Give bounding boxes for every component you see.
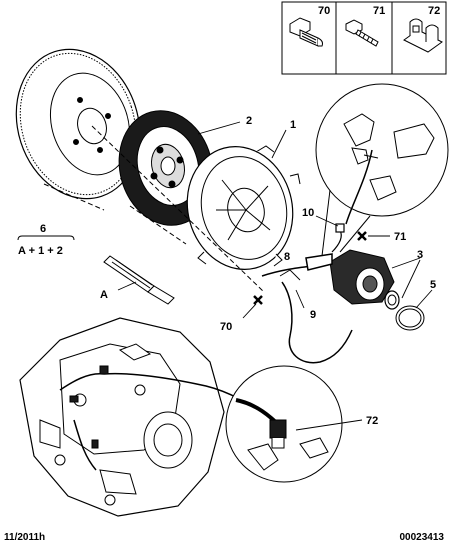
gearbox xyxy=(19,317,225,517)
callout-9: 9 xyxy=(310,309,316,321)
clip-icon xyxy=(403,18,443,53)
bleed-pipe xyxy=(331,223,345,253)
screw-icon xyxy=(345,19,379,47)
fastener-70-marker xyxy=(253,295,263,305)
callout-8: 8 xyxy=(284,251,290,263)
hydraulic-pipe xyxy=(261,253,353,364)
assembly-axis xyxy=(43,125,265,293)
callout-a: A xyxy=(100,289,108,301)
o-ring xyxy=(395,305,425,331)
pressure-plate xyxy=(186,145,301,270)
detail-circle-bottom xyxy=(225,365,343,483)
detail-leader-top xyxy=(321,189,371,257)
input-shaft xyxy=(103,255,175,305)
callout-labels: 1 2 3 5 6 A + 1 + 2 A 70 71 8 9 10 72 xyxy=(18,115,436,427)
flywheel xyxy=(15,48,141,200)
fastener-71-marker xyxy=(357,231,367,241)
callout-70: 70 xyxy=(220,321,232,333)
callout-72: 72 xyxy=(366,415,378,427)
footer-reference: 00023413 xyxy=(399,532,445,543)
callout-5: 5 xyxy=(430,279,436,291)
bolt-icon xyxy=(289,17,323,47)
callout-formula: A + 1 + 2 xyxy=(18,245,63,257)
detail-circle-top xyxy=(315,83,449,225)
callout-leaders xyxy=(117,121,433,431)
callout-71: 71 xyxy=(394,231,406,243)
callout-6: 6 xyxy=(40,223,46,235)
inset-ref-70: 70 xyxy=(318,5,330,17)
parts-inset-table: 70 71 72 xyxy=(281,1,447,75)
callout-1: 1 xyxy=(290,119,296,131)
inset-ref-72: 72 xyxy=(428,5,440,17)
footer-date: 11/2011h xyxy=(4,532,46,543)
gearbox-clips xyxy=(69,365,109,449)
callout-3: 3 xyxy=(417,249,423,261)
release-bearing xyxy=(329,249,400,310)
group-bracket xyxy=(17,235,75,241)
callout-2: 2 xyxy=(246,115,252,127)
inset-ref-71: 71 xyxy=(373,5,385,17)
callout-10: 10 xyxy=(302,207,314,219)
